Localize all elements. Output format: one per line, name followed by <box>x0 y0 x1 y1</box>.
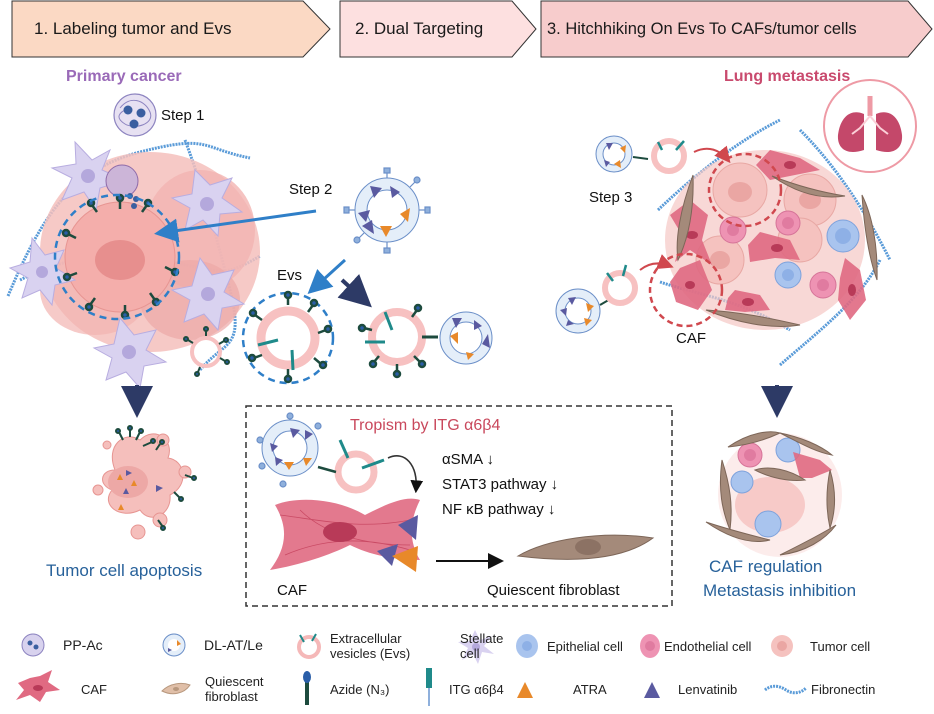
quiescent-fibroblast-icon <box>161 682 191 695</box>
tropism-label: Tropism by ITG α6β4 <box>350 417 501 434</box>
mechanism-box <box>245 405 673 607</box>
legend-stellate-cell: Stellate cell <box>460 631 503 661</box>
extracellular-vesicle-icon <box>297 633 321 659</box>
caf-regulation-outcome: CAF regulation <box>709 557 823 576</box>
legend-atra: ATRA <box>573 682 607 697</box>
dl-at-le-icon <box>162 633 186 657</box>
tropism-arrow <box>387 455 424 494</box>
dl-at-le-particle-step2 <box>343 167 431 254</box>
legend-dl-at-le: DL-AT/Le <box>204 637 263 653</box>
step-2-label: Step 2 <box>289 181 333 198</box>
stage-1-label: 1. Labeling tumor and Evs <box>34 19 232 38</box>
evs-to-complex-arrow <box>337 273 372 308</box>
stellate-cell-icon <box>458 630 494 664</box>
evs-arrow <box>307 258 347 295</box>
step2-arrow <box>154 209 317 243</box>
labeled-ev <box>241 290 335 385</box>
legend-endothelial-cell: Endothelial cell <box>664 639 752 654</box>
mechanism-caf-cell <box>270 498 420 572</box>
legend-stellate-line2: cell <box>460 646 480 661</box>
pp-ac-icon <box>21 633 45 657</box>
step-3-label: Step 3 <box>589 189 633 206</box>
legend-tumor-cell: Tumor cell <box>810 639 871 654</box>
pp-ac-particle <box>113 93 157 137</box>
legend-fibronectin: Fibronectin <box>811 682 876 697</box>
effects-list: αSMA ↓ STAT3 pathway ↓ NF κB pathway ↓ <box>442 447 558 522</box>
legend-ev-line1: Extracellular <box>330 631 402 646</box>
legend-epithelial-cell: Epithelial cell <box>547 639 623 654</box>
stage-chevron-1 <box>11 0 331 58</box>
effect-asma: αSMA ↓ <box>442 451 495 468</box>
primary-tumor-cluster <box>6 139 261 390</box>
tumor-cell-icon <box>771 635 793 657</box>
apoptotic-tumor-cell <box>92 425 197 540</box>
stage-banner-2 <box>339 0 537 58</box>
mechanism-quiescent-fibroblast <box>516 534 655 560</box>
lung-metastasis-title: Lung metastasis <box>724 68 851 85</box>
lenvatinib-icon <box>644 682 660 698</box>
stage-3-label: 3. Hitchhiking On Evs To CAFs/tumor cell… <box>547 19 857 38</box>
caf-icon <box>16 670 60 702</box>
small-ev <box>183 326 230 377</box>
legend-azide: Azide (N₃) <box>330 682 390 697</box>
mechanism-ev <box>317 439 385 494</box>
tumor-apoptosis-outcome: Tumor cell apoptosis <box>46 561 203 580</box>
legend-caf: CAF <box>81 682 107 697</box>
azide-icon <box>303 671 311 705</box>
lung-icon <box>823 79 917 173</box>
stage-chevron-3 <box>540 0 933 58</box>
legend-itg: ITG α6β4 <box>449 682 504 697</box>
legend-qf-line2: fibroblast <box>205 689 258 704</box>
legend-icons <box>16 630 808 706</box>
primary-cancer-title: Primary cancer <box>66 68 182 85</box>
legend-extracellular-vesicles: Extracellular vesicles (Evs) <box>330 631 410 661</box>
atra-icon <box>517 682 533 698</box>
ev-nanoparticle-complex <box>357 303 493 379</box>
legend-qf-line1: Quiescent <box>205 674 264 689</box>
regulated-cluster <box>705 431 842 557</box>
stage-banner-1 <box>11 0 331 58</box>
stage-banner-3 <box>540 0 933 58</box>
legend-pp-ac: PP-Ac <box>63 637 103 653</box>
stage-2-label: 2. Dual Targeting <box>355 19 484 38</box>
legend-lenvatinib: Lenvatinib <box>678 682 738 697</box>
legend-quiescent-fibroblast: Quiescent fibroblast <box>205 674 264 704</box>
metastasis-cluster <box>648 118 892 367</box>
legend-ev-line2: vesicles (Evs) <box>330 646 411 661</box>
epithelial-cell-icon <box>516 634 538 658</box>
itg-icon <box>426 668 432 706</box>
effect-nfkb: NF κB pathway ↓ <box>442 501 556 518</box>
mechanism-caf-label: CAF <box>277 582 307 599</box>
step3-complex-lower <box>555 254 674 334</box>
effect-stat3: STAT3 pathway ↓ <box>442 476 559 493</box>
stage-chevron-2 <box>339 0 537 58</box>
legend-stellate-line1: Stellate <box>460 631 504 646</box>
endothelial-cell-icon <box>640 634 660 658</box>
evs-label: Evs <box>277 267 303 284</box>
metastasis-caf-label: CAF <box>676 330 706 347</box>
mechanism-nanoparticle <box>256 412 322 488</box>
step-1-label: Step 1 <box>161 107 205 124</box>
fibronectin-icon <box>764 684 808 695</box>
metastasis-inhibition-outcome: Metastasis inhibition <box>703 581 857 600</box>
quiescent-fibroblast-label: Quiescent fibroblast <box>487 582 620 599</box>
step3-complex-upper <box>595 135 731 174</box>
